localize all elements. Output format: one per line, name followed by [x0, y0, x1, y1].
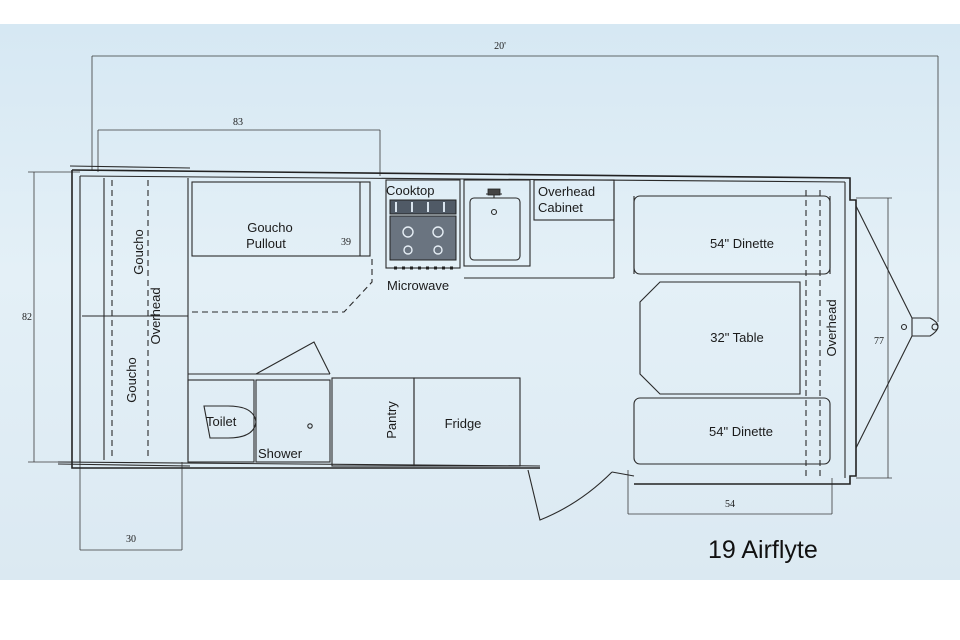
bathroom: Toilet Shower	[187, 341, 331, 463]
rear-overhead-label: Overhead	[148, 287, 163, 344]
rear-goucho-area: Goucho Overhead Goucho	[82, 178, 189, 460]
goucho-pullout: Goucho Pullout 39	[191, 181, 373, 313]
goucho-length-dimension: 83	[97, 117, 381, 176]
burner-icon	[433, 245, 443, 255]
rear-depth-dimension: 30	[79, 462, 183, 551]
table-label: 32" Table	[710, 330, 764, 345]
burner-icon	[403, 245, 413, 255]
cooktop: Cooktop Microwave	[385, 179, 461, 293]
goucho-length-label: 83	[233, 117, 243, 128]
trailer-outline	[57, 165, 939, 485]
burner-icon	[432, 226, 444, 238]
goucho-top-label: Goucho	[131, 229, 146, 275]
shower-label: Shower	[258, 446, 303, 461]
fridge-label: Fridge	[445, 416, 482, 431]
shower-drain-icon	[307, 423, 313, 429]
drain-icon	[490, 208, 498, 216]
overhead-cabinet: Overhead Cabinet	[464, 179, 615, 279]
model-name: 19 Airflyte	[708, 536, 818, 564]
overall-length-label: 20'	[494, 41, 506, 52]
front-width-dimension: 77	[856, 197, 892, 479]
dinette: 54" Dinette 32" Table 54" Dinette Overhe…	[633, 190, 839, 476]
overall-length-dimension: 20'	[91, 41, 939, 322]
toilet-label: Toilet	[206, 414, 237, 429]
sink	[463, 179, 531, 267]
cooktop-label: Cooktop	[386, 183, 434, 198]
goucho-pullout-label-line1: Goucho	[247, 220, 293, 235]
overhead-cabinet-label-line2: Cabinet	[538, 200, 583, 215]
pantry-label: Pantry	[384, 401, 399, 439]
entry-door	[527, 469, 635, 521]
dinette-width-label: 54	[725, 499, 735, 510]
microwave-label: Microwave	[387, 278, 449, 293]
goucho-bottom-label: Goucho	[124, 357, 139, 403]
pantry-fridge: Pantry Fridge	[331, 377, 521, 467]
overhead-cabinet-label-line1: Overhead	[538, 184, 595, 199]
dinette-top-label: 54" Dinette	[710, 236, 774, 251]
goucho-pullout-label-line2: Pullout	[246, 236, 286, 251]
dinette-bottom-label: 54" Dinette	[709, 424, 773, 439]
body-width-label: 82	[22, 312, 32, 323]
front-width-label: 77	[874, 336, 884, 347]
goucho-depth-label: 39	[341, 237, 351, 248]
burner-icon	[402, 226, 414, 238]
rear-depth-label: 30	[126, 534, 136, 545]
front-overhead-label: Overhead	[824, 299, 839, 356]
dinette-width-dimension: 54	[627, 470, 833, 515]
